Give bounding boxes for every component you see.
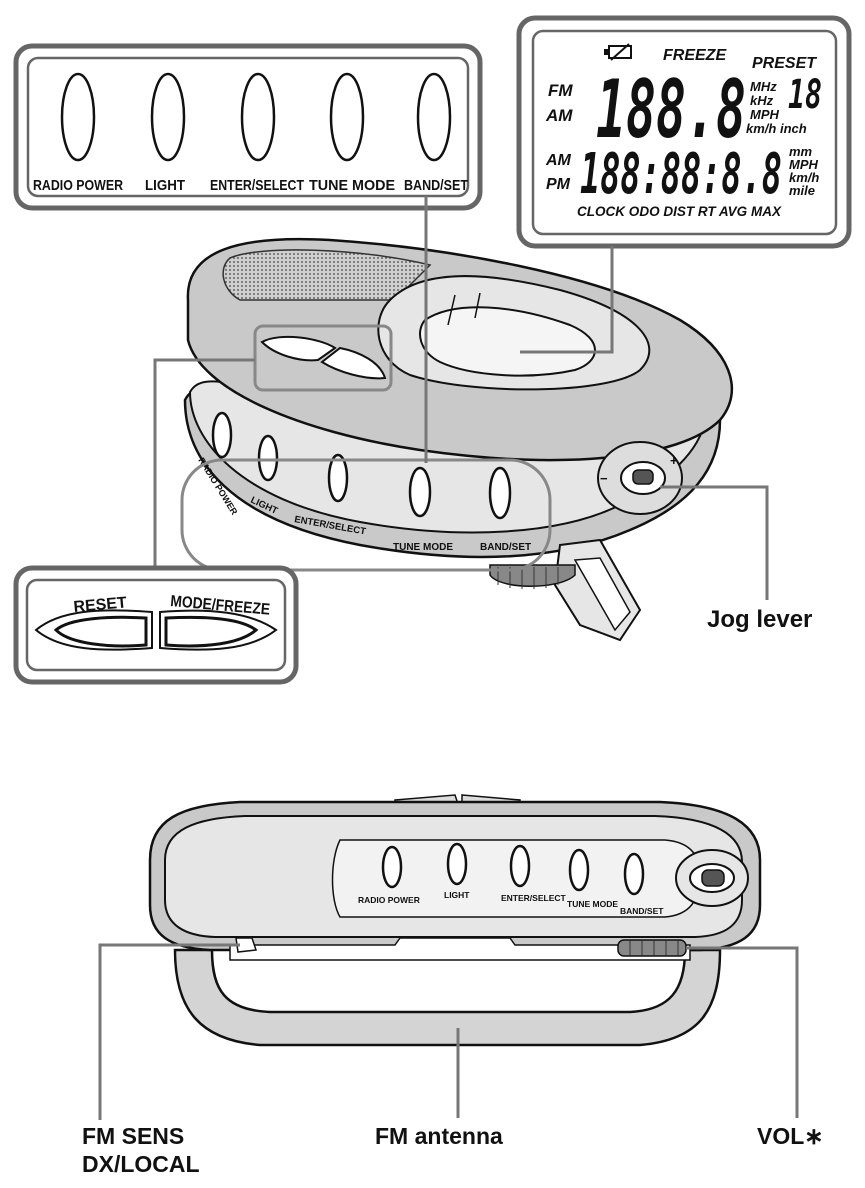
button-area-highlight — [180, 458, 552, 572]
lcd-mph: MPH — [750, 107, 780, 122]
fm-sens-callout-line1: FM SENS — [82, 1123, 184, 1149]
tune-mode-button-oval — [329, 72, 365, 162]
button-callout-box: RADIO POWER LIGHT ENTER/SELECT TUNE MODE… — [13, 43, 483, 211]
lcd-mile: mile — [789, 183, 815, 198]
lcd-clock-digits: 188:88:8.8 — [580, 142, 782, 207]
light-label: LIGHT — [145, 177, 185, 194]
fm-antenna-callout: FM antenna — [375, 1123, 503, 1149]
front-radio-power-label: RADIO POWER — [358, 895, 420, 905]
radio-power-button-oval — [60, 72, 96, 162]
front-tune-mode-label: TUNE MODE — [567, 899, 618, 909]
lcd-function-row: CLOCK ODO DIST RT AVG MAX — [577, 204, 782, 219]
lcd-pm: PM — [546, 176, 571, 193]
lcd-khz: kHz — [750, 93, 774, 108]
device-front-view: RADIO POWER LIGHT ENTER/SELECT TUNE MODE… — [148, 794, 762, 1047]
lcd-freeze: FREEZE — [663, 47, 727, 64]
jog-lever-callout: Jog lever — [707, 606, 812, 633]
lcd-am: AM — [545, 106, 573, 125]
reset-label: RESET — [73, 594, 128, 616]
tune-mode-label: TUNE MODE — [309, 177, 395, 194]
reset-callout-box: RESET MODE/FREEZE — [13, 565, 299, 685]
jog-minus-label: − — [600, 471, 608, 486]
jog-plus-label: + — [670, 453, 678, 468]
front-band-set-label: BAND/SET — [620, 906, 664, 916]
lcd-frequency-digits: 188.8 — [596, 63, 746, 156]
lcd-mm: mm — [789, 144, 813, 159]
bottom-leader-lines — [98, 943, 799, 1120]
vol-callout: VOL∗ — [757, 1123, 824, 1149]
lcd-fm: FM — [548, 81, 573, 100]
enter-select-label: ENTER/SELECT — [210, 177, 304, 194]
front-light-label: LIGHT — [444, 890, 470, 900]
device-top-view: RADIO POWER LIGHT ENTER/SELECT TUNE MODE… — [183, 237, 734, 642]
lcd-callout-box: FREEZE PRESET FM AM 188.8 18 MHz kHz MPH… — [516, 15, 852, 249]
lcd-mhz: MHz — [750, 79, 777, 94]
front-enter-select-label: ENTER/SELECT — [501, 893, 567, 903]
light-button-oval — [150, 72, 186, 162]
fm-antenna-handle — [173, 948, 722, 1047]
lcd-mph-2: MPH — [789, 157, 819, 172]
device-tune-mode-label: TUNE MODE — [393, 542, 453, 553]
radio-power-label: RADIO POWER — [33, 177, 123, 194]
reset-area-highlight — [253, 324, 393, 392]
band-set-label: BAND/SET — [404, 177, 468, 194]
fm-sens-callout-line2: DX/LOCAL — [82, 1151, 200, 1177]
leader-lines — [153, 196, 769, 600]
band-set-button-oval — [416, 72, 452, 162]
enter-select-button-oval — [240, 72, 276, 162]
battery-icon — [604, 43, 632, 61]
lcd-am-clock: AM — [545, 152, 572, 169]
lcd-kmh-inch: km/h inch — [746, 121, 807, 136]
lcd-preset: PRESET — [752, 55, 817, 72]
device-band-set-label: BAND/SET — [480, 542, 531, 553]
lcd-preset-digits: 18 — [788, 72, 822, 118]
lcd-kmh-2: km/h — [789, 170, 819, 185]
